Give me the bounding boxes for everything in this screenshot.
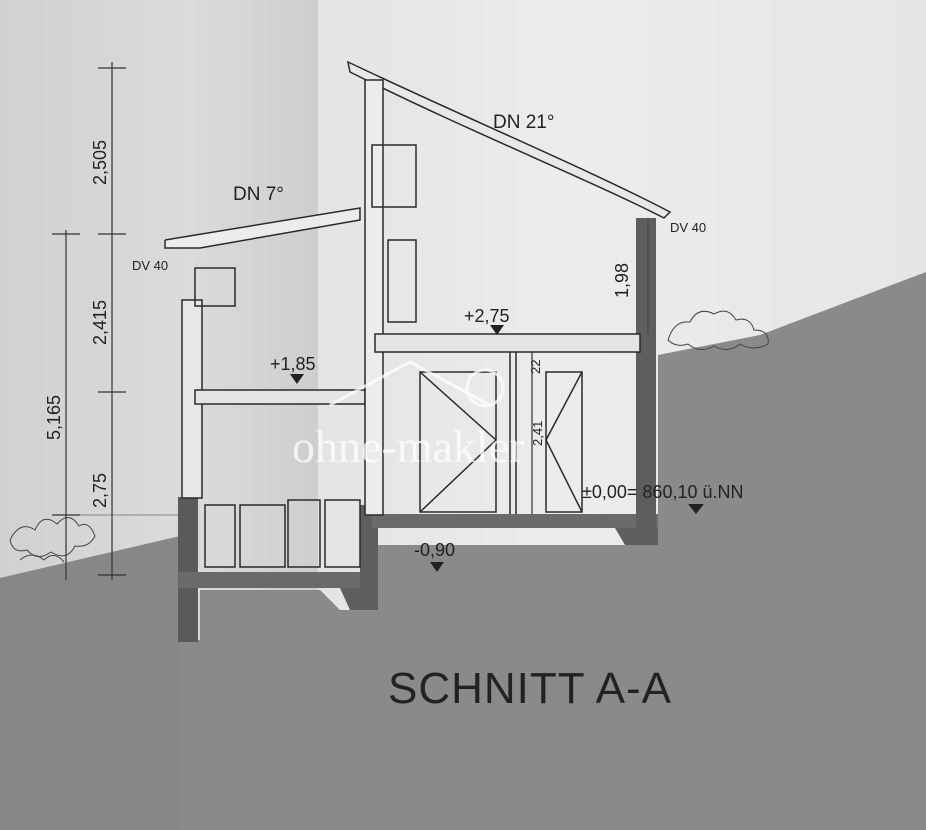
elevation-ground-reference: ±0,00= 860,10 ü.NN bbox=[582, 482, 744, 502]
left-basement-slab bbox=[178, 572, 378, 588]
elevation-markers bbox=[290, 325, 704, 572]
terrain-left bbox=[0, 536, 180, 830]
left-building bbox=[164, 207, 366, 568]
vegetation-right bbox=[667, 310, 769, 350]
right-ground-slab bbox=[372, 514, 658, 528]
dim-vertical-total: 5,165 bbox=[44, 395, 64, 440]
dim-slab-thickness: 22 bbox=[528, 360, 543, 374]
watermark-text: ohne-makler bbox=[292, 421, 524, 472]
roof-pitch-right: DN 21° bbox=[493, 112, 554, 133]
vegetation-left bbox=[9, 517, 96, 563]
terrain-ground bbox=[10, 272, 926, 830]
elevation-lower: -0,90 bbox=[414, 540, 455, 560]
dimension-lines bbox=[52, 62, 649, 580]
right-footing bbox=[615, 528, 658, 545]
dim-door-height: 2,41 bbox=[530, 421, 545, 446]
marker-lower bbox=[430, 562, 444, 572]
dim-vertical-low: 2,75 bbox=[90, 473, 110, 508]
left-basement-wall bbox=[178, 497, 198, 642]
elevation-upper-right: +2,75 bbox=[464, 306, 510, 326]
watermark-house-logo bbox=[329, 360, 505, 408]
right-outer-wall bbox=[636, 218, 656, 528]
left-footing bbox=[340, 588, 378, 610]
marker-upper-right bbox=[490, 325, 504, 335]
right-building bbox=[346, 60, 672, 516]
marker-upper-left bbox=[290, 374, 304, 384]
roof-pitch-left: DN 7° bbox=[233, 184, 284, 205]
eave-label-left: DV 40 bbox=[132, 258, 168, 273]
dim-wall-height-right: 1,98 bbox=[612, 263, 632, 298]
dim-vertical-top: 2,505 bbox=[90, 140, 110, 185]
section-title: SCHNITT A-A bbox=[388, 664, 672, 713]
elevation-upper-left: +1,85 bbox=[270, 354, 316, 374]
dim-vertical-mid: 2,415 bbox=[90, 300, 110, 345]
marker-ground bbox=[688, 504, 704, 514]
eave-label-right: DV 40 bbox=[670, 220, 706, 235]
